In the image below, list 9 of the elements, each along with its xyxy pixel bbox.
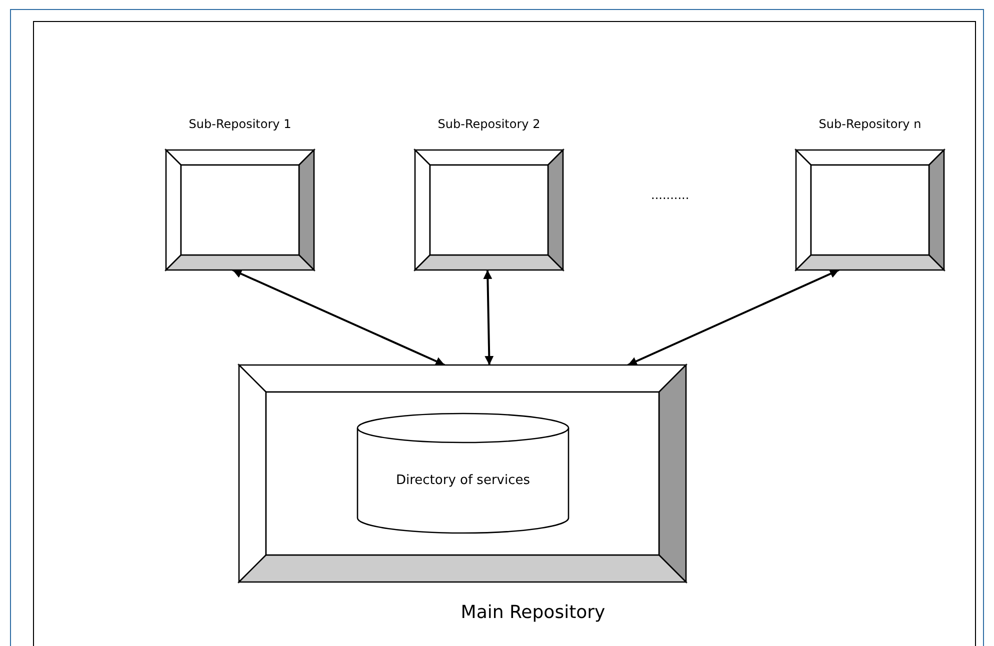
double-arrow xyxy=(232,269,446,366)
ellipsis-dots: .......... xyxy=(651,188,690,202)
repository-label: Main Repository xyxy=(460,602,606,623)
double-arrow xyxy=(627,269,840,366)
repository-label: Sub-Repository n xyxy=(818,117,922,131)
repository-label: Sub-Repository 2 xyxy=(438,117,540,131)
repository-label: Sub-Repository 1 xyxy=(188,117,292,131)
double-arrow xyxy=(483,270,494,366)
database-label: Directory of services xyxy=(396,472,530,488)
